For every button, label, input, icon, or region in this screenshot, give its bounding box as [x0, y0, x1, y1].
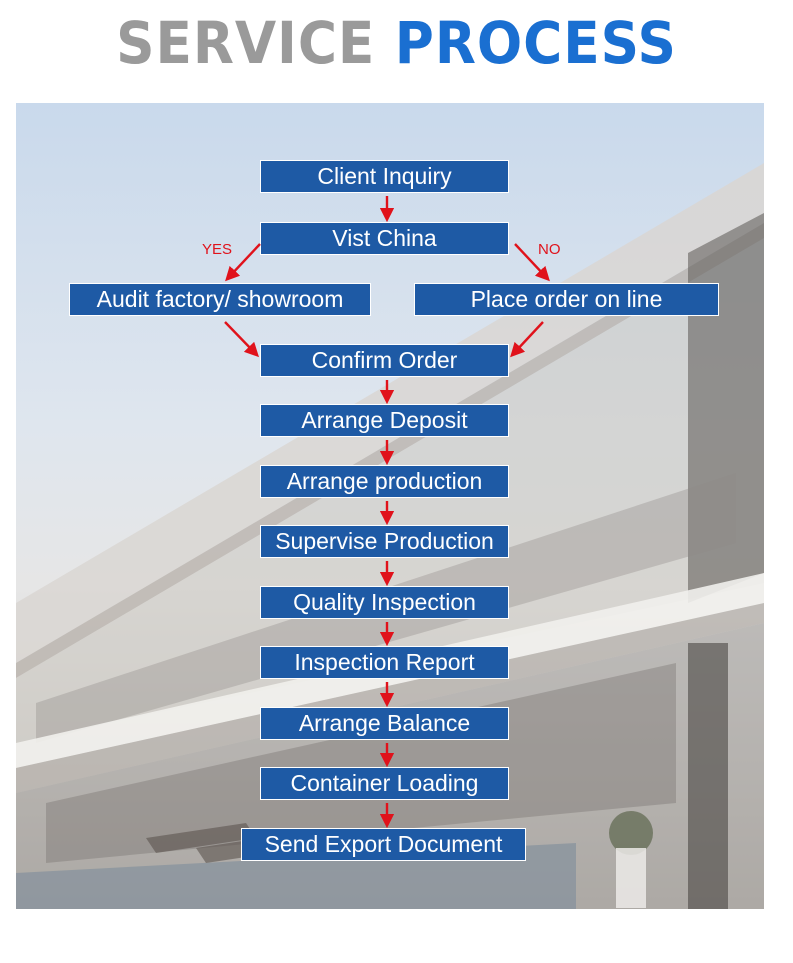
page-title: SERVICE PROCESS	[32, 8, 762, 78]
step-audit-factory: Audit factory/ showroom	[70, 284, 370, 315]
step-container-loading: Container Loading	[261, 768, 508, 799]
step-visit-china: Vist China	[261, 223, 508, 254]
title-word-service: SERVICE	[116, 9, 375, 77]
step-arrange-deposit: Arrange Deposit	[261, 405, 508, 436]
step-client-inquiry: Client Inquiry	[261, 161, 508, 192]
step-arrange-production: Arrange production	[261, 466, 508, 497]
step-supervise-production: Supervise Production	[261, 526, 508, 557]
step-place-order: Place order on line	[415, 284, 718, 315]
step-quality-inspection: Quality Inspection	[261, 587, 508, 618]
branch-label-no: NO	[538, 242, 561, 258]
step-send-export-document: Send Export Document	[242, 829, 525, 860]
title-word-process: PROCESS	[395, 9, 677, 77]
step-inspection-report: Inspection Report	[261, 647, 508, 678]
branch-label-yes: YES	[202, 242, 232, 258]
step-confirm-order: Confirm Order	[261, 345, 508, 376]
step-arrange-balance: Arrange Balance	[261, 708, 508, 739]
